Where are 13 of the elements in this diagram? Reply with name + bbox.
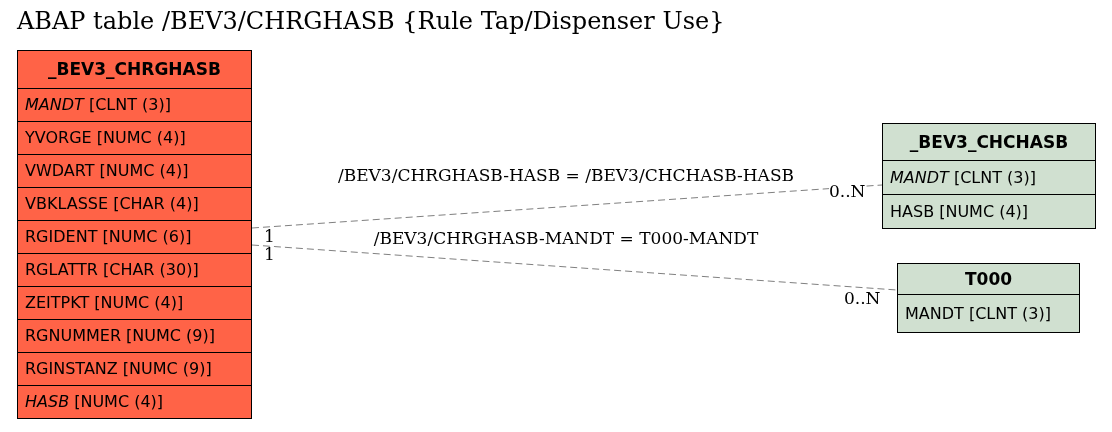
relation-line [251, 184, 883, 229]
entity-table [882, 123, 1096, 229]
table-header: _BEV3_CHCHASB [908, 131, 1070, 154]
cardinality-label: 0..N [829, 184, 866, 199]
entity-table [897, 263, 1080, 333]
cardinality-label: 1 [264, 229, 275, 244]
table-header: _BEV3_CHRGHASB [47, 58, 222, 81]
table-header: T000 [963, 268, 1014, 291]
cardinality-label: 1 [264, 247, 275, 262]
entity-table [17, 50, 252, 419]
cardinality-label: 0..N [844, 291, 881, 306]
diagram-title: ABAP table /BEV3/CHRGHASB {Rule Tap/Dispenser Use} [17, 6, 725, 36]
relation-line [251, 244, 898, 291]
